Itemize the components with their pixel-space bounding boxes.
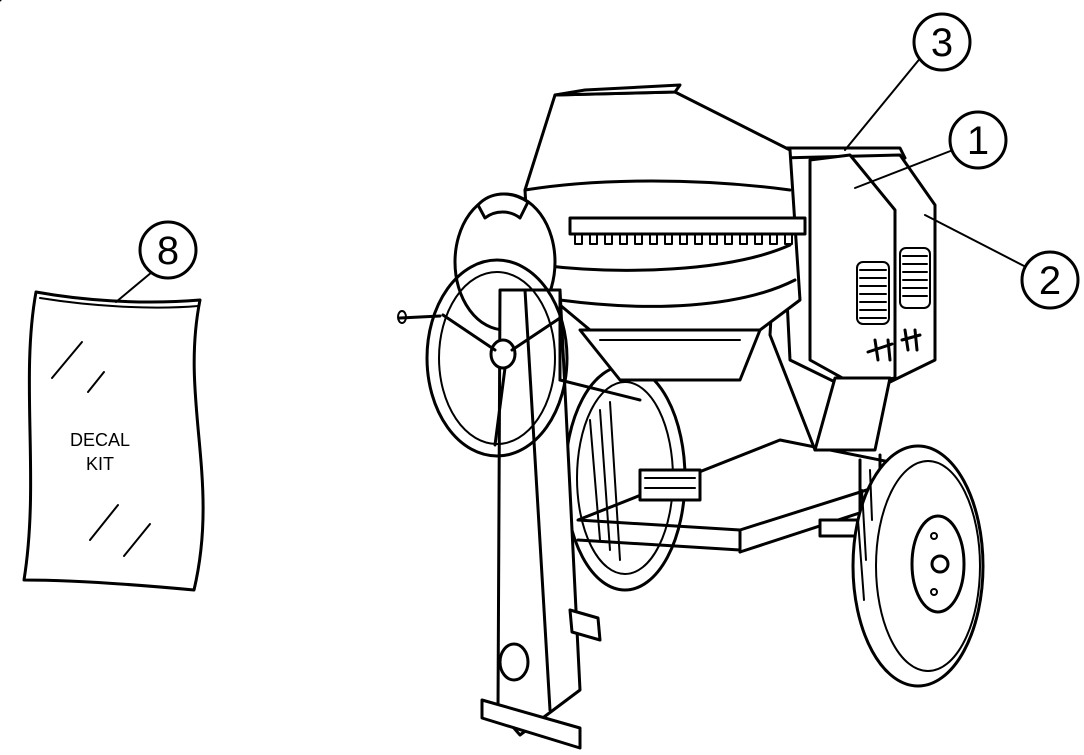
engine-housing <box>0 0 937 452</box>
mixer-drum <box>453 83 807 382</box>
rear-wheel <box>563 364 687 592</box>
callout-8: 8 <box>115 220 198 303</box>
callout-3: 3 <box>844 12 972 151</box>
cement-mixer <box>0 0 985 750</box>
callout-2: 2 <box>924 214 1080 310</box>
callout-8-number: 8 <box>157 229 179 273</box>
decal-kit-label-line1: DECAL <box>70 430 130 450</box>
front-wheel <box>851 444 985 688</box>
callout-3-number: 3 <box>931 21 953 65</box>
decal-kit-label-line2: KIT <box>86 454 114 474</box>
callout-1: 1 <box>854 110 1008 189</box>
tilt-handwheel <box>397 258 569 458</box>
callout-1-number: 1 <box>967 119 989 163</box>
decal-kit-package: DECAL KIT <box>22 290 205 592</box>
callout-2-number: 2 <box>1039 259 1061 303</box>
